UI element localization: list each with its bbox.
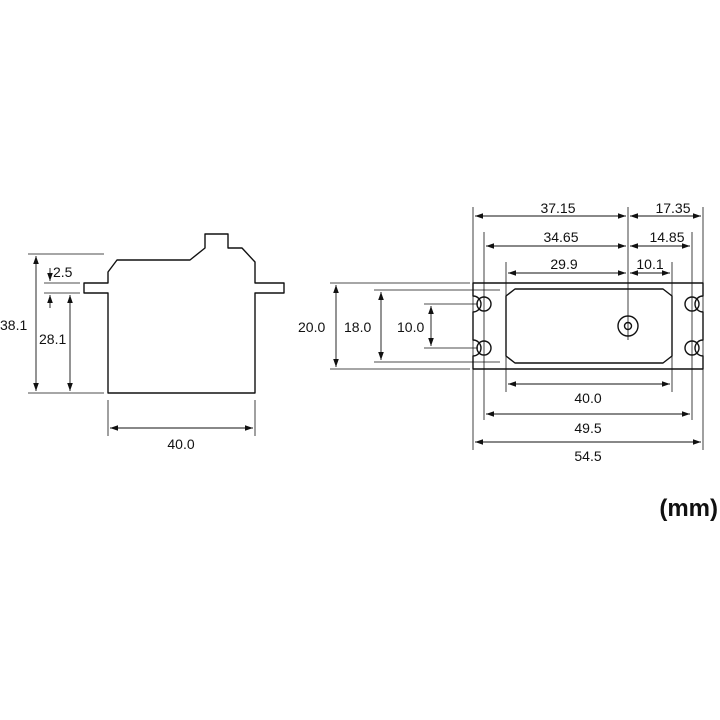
dim-hole-spacing-label: 10.0 xyxy=(397,319,424,335)
dim-shaft-left-body-label: 29.9 xyxy=(550,256,577,272)
dim-shaft-right-body-label: 10.1 xyxy=(636,256,663,272)
dim-shaft-left-end-label: 37.15 xyxy=(540,200,575,216)
dim-flange-length-label: 54.5 xyxy=(574,448,601,464)
servo-body-outline xyxy=(505,288,673,364)
dim-shaft-left-holes-label: 34.65 xyxy=(543,229,578,245)
dim-body-depth-label: 18.0 xyxy=(344,319,371,335)
dim-body-length-label: 40.0 xyxy=(574,390,601,406)
dim-flange-thickness-label: 2.5 xyxy=(53,264,73,280)
side-view: 38.1 28.1 2.5 40.0 xyxy=(0,233,285,452)
units-label: (mm) xyxy=(659,495,718,522)
dim-height-total-label: 38.1 xyxy=(0,317,27,333)
servo-bottom-outline xyxy=(472,282,704,370)
dim-body-width-label: 40.0 xyxy=(167,436,194,452)
dim-hole-pitch-label: 49.5 xyxy=(574,420,601,436)
dim-flange-depth-label: 20.0 xyxy=(298,319,325,335)
bottom-view: 37.15 17.35 34.65 14.85 29.9 10.1 20.0 1… xyxy=(298,200,704,464)
dim-shaft-right-holes-label: 14.85 xyxy=(649,229,684,245)
servo-side-outline xyxy=(83,233,285,394)
dim-height-flange-label: 28.1 xyxy=(39,331,66,347)
dim-shaft-right-end-label: 17.35 xyxy=(655,200,690,216)
